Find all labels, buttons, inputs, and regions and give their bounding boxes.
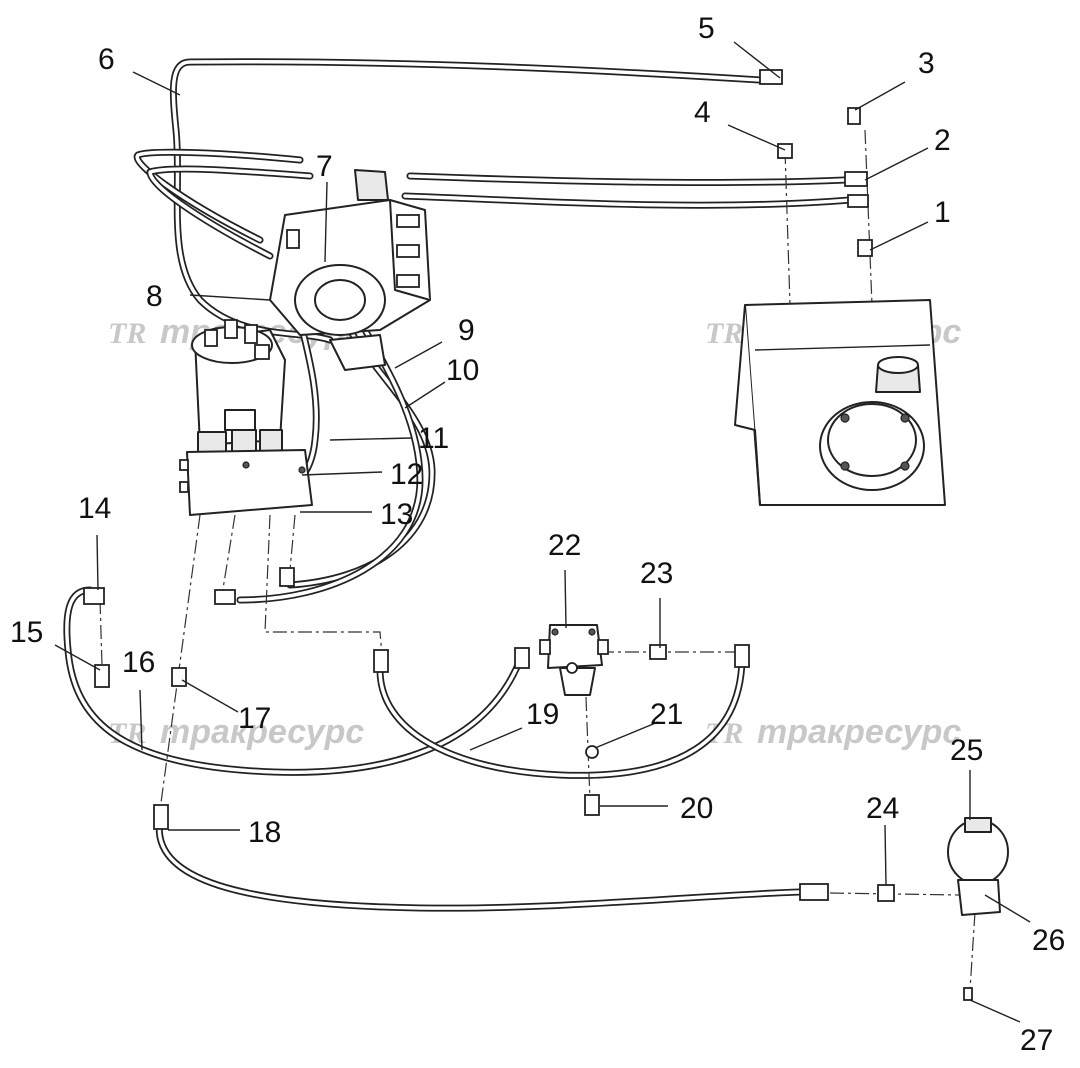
callout-19: 19 <box>526 698 559 731</box>
callout-21: 21 <box>650 698 683 731</box>
callout-12: 12 <box>390 458 423 491</box>
callout-27: 27 <box>1020 1024 1053 1057</box>
fitting-1 <box>857 239 873 257</box>
hydraulic-pump <box>269 169 431 371</box>
fitting-15 <box>94 664 110 688</box>
fitting-17 <box>171 667 187 687</box>
distributor-valve <box>191 319 286 458</box>
fitting-4 <box>777 143 793 159</box>
hose-2-lower <box>401 192 854 209</box>
callout-9: 9 <box>458 314 475 347</box>
fittings <box>83 69 973 1001</box>
hose-19 <box>376 656 746 779</box>
callout-16: 16 <box>122 646 155 679</box>
callout-2: 2 <box>934 124 951 157</box>
watermark-bottom-right: TR тракресурс <box>705 713 961 751</box>
callout-3: 3 <box>918 47 935 80</box>
callout-6: 6 <box>98 43 115 76</box>
plug-27 <box>963 987 973 1001</box>
hose-14-16 <box>63 586 524 776</box>
callout-18: 18 <box>248 816 281 849</box>
callout-23: 23 <box>640 557 673 590</box>
watermark-logo: TR <box>108 317 146 350</box>
accumulator-25 <box>947 817 1009 916</box>
fitting-3 <box>847 107 861 125</box>
fitting-18 <box>153 804 169 830</box>
fitting-23 <box>649 644 667 660</box>
hose-6 <box>169 58 764 344</box>
callout-24: 24 <box>866 792 899 825</box>
callout-11: 11 <box>418 422 449 455</box>
watermark-text: тракресурс <box>757 713 961 751</box>
watermark-logo: TR <box>705 317 743 350</box>
bolt-20 <box>584 794 600 816</box>
callout-labels: 1 2 3 4 5 6 7 8 9 10 11 12 13 14 15 16 1… <box>10 12 1065 1057</box>
callout-10: 10 <box>446 354 479 387</box>
fitting-18-end <box>799 883 829 901</box>
washer-21 <box>585 745 599 759</box>
fitting-24 <box>877 884 895 902</box>
callout-26: 26 <box>1032 924 1065 957</box>
fitting-19c <box>734 644 750 668</box>
hose-upper-left-loop <box>133 148 314 260</box>
callout-1: 1 <box>934 196 951 229</box>
fitting-14 <box>83 587 105 605</box>
hose-2-upper <box>406 172 849 187</box>
fitting-2a <box>844 171 868 187</box>
fitting-9-end <box>214 589 236 605</box>
callout-17: 17 <box>238 702 271 735</box>
callout-7: 7 <box>316 150 333 183</box>
manifold-block <box>179 449 313 516</box>
filter-22 <box>539 624 609 696</box>
callout-8: 8 <box>146 280 163 313</box>
fitting-19b <box>514 647 530 669</box>
connection-lines <box>99 129 976 991</box>
hydraulic-tank <box>734 299 946 506</box>
callout-14: 14 <box>78 492 111 525</box>
callout-4: 4 <box>694 96 711 129</box>
callout-25: 25 <box>950 734 983 767</box>
leader-lines <box>54 41 1031 1023</box>
watermark-text: тракресурс <box>160 713 364 751</box>
callout-20: 20 <box>680 792 713 825</box>
hose-18 <box>155 816 804 912</box>
fitting-2b <box>847 194 869 208</box>
watermark-bottom-left: TR тракресурс <box>108 713 364 751</box>
callout-5: 5 <box>698 12 715 45</box>
fitting-5 <box>759 69 783 85</box>
callout-22: 22 <box>548 529 581 562</box>
fitting-10-end <box>279 567 295 587</box>
callout-13: 13 <box>380 498 413 531</box>
fitting-19a <box>373 649 389 673</box>
hose-9-10 <box>236 326 436 604</box>
callout-15: 15 <box>10 616 43 649</box>
